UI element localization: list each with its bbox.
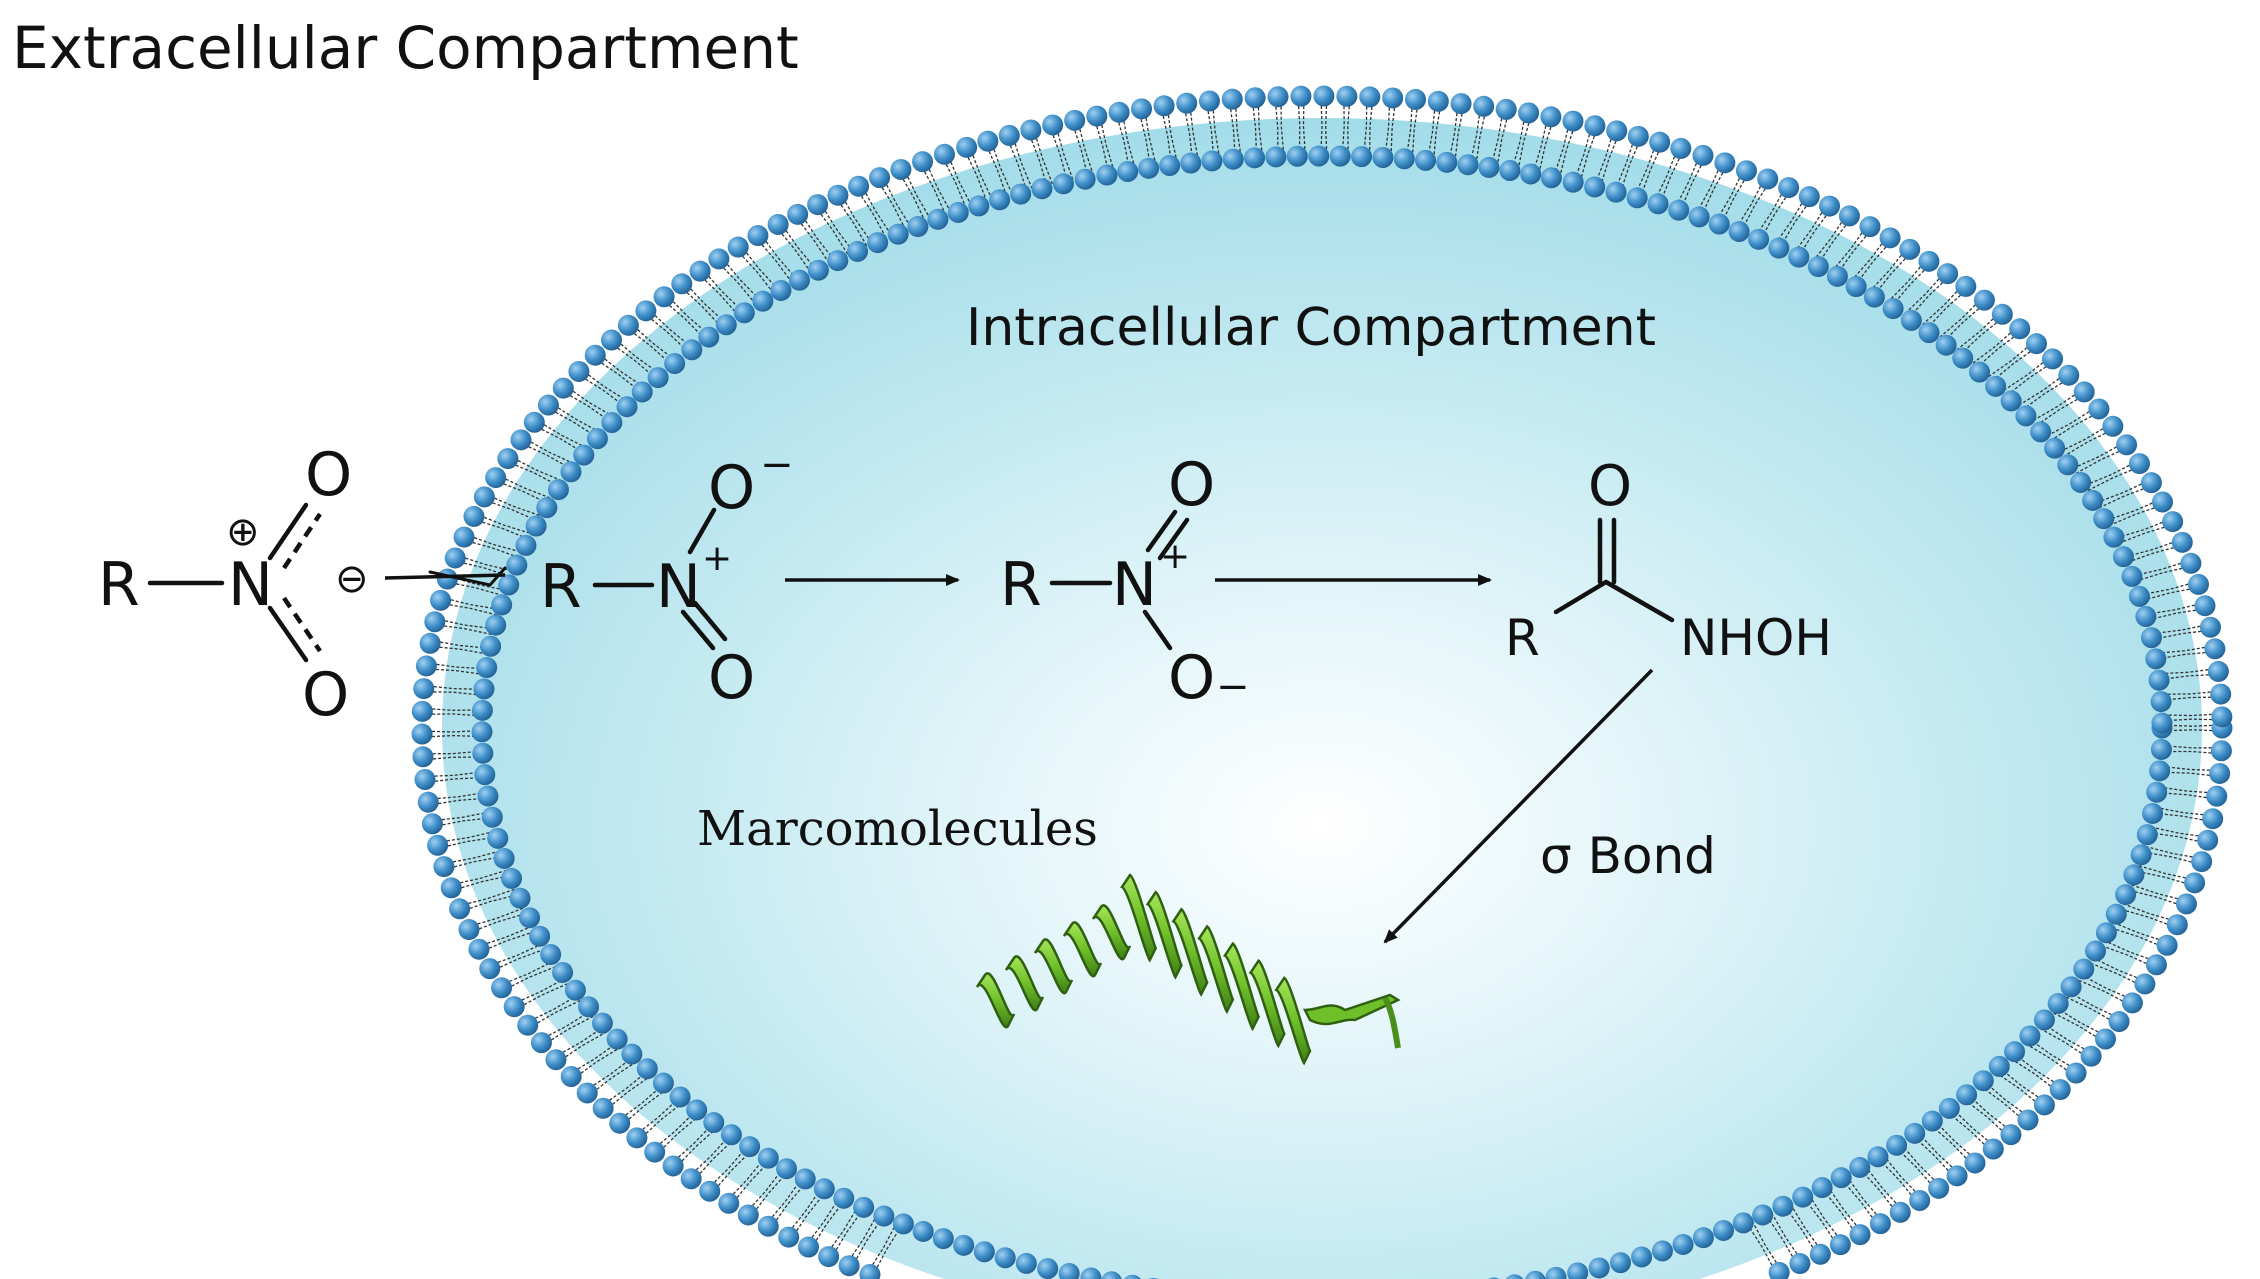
atom-n: N bbox=[1112, 550, 1157, 620]
atom-o-top: O bbox=[305, 440, 352, 510]
atom-o-bottom: O bbox=[1168, 643, 1215, 713]
protein-helix-icon bbox=[975, 873, 1401, 1066]
nitro-resonance-structure: R N ⊕ O O ⊖ bbox=[98, 440, 369, 730]
atom-o-top: O bbox=[708, 453, 755, 523]
nhoh-group: NHOH bbox=[1680, 609, 1832, 667]
plus-charge-icon: ⊕ bbox=[226, 509, 260, 555]
minus-charge: − bbox=[1216, 664, 1250, 710]
extracellular-label: Extracellular Compartment bbox=[12, 14, 799, 82]
nitro-compound-1: R N + O − O bbox=[540, 442, 794, 713]
atom-r: R bbox=[1505, 609, 1540, 667]
atom-o: O bbox=[1588, 454, 1632, 519]
atom-o-top: O bbox=[1168, 450, 1215, 520]
minus-charge-icon: ⊖ bbox=[335, 556, 369, 602]
atom-n: N bbox=[228, 550, 273, 620]
minus-charge: − bbox=[760, 442, 794, 488]
intracellular-label: Intracellular Compartment bbox=[966, 298, 1656, 358]
atom-o-bottom: O bbox=[302, 660, 349, 730]
atom-n: N bbox=[656, 552, 701, 622]
lipid-heads-outer bbox=[411, 85, 2233, 1279]
atom-o-bottom: O bbox=[708, 643, 755, 713]
sigma-bond-label: σ Bond bbox=[1540, 827, 1716, 885]
plus-charge: + bbox=[702, 538, 732, 579]
nitro-compound-2: R N + O O − bbox=[1000, 450, 1250, 713]
atom-r: R bbox=[98, 550, 140, 620]
cytoplasm bbox=[442, 118, 2202, 1279]
hydroxamic-acid: O R NHOH bbox=[1505, 454, 1832, 667]
atom-r: R bbox=[540, 552, 582, 622]
plus-charge: + bbox=[1160, 536, 1190, 577]
cell-membrane bbox=[411, 85, 2233, 1279]
atom-r: R bbox=[1000, 550, 1042, 620]
uptake-arrow-head bbox=[428, 566, 507, 587]
sigma-bond-arrow bbox=[1383, 668, 1654, 944]
lipid-heads-inner bbox=[471, 145, 2173, 1279]
macromolecules-label: Marcomolecules bbox=[697, 801, 1098, 857]
